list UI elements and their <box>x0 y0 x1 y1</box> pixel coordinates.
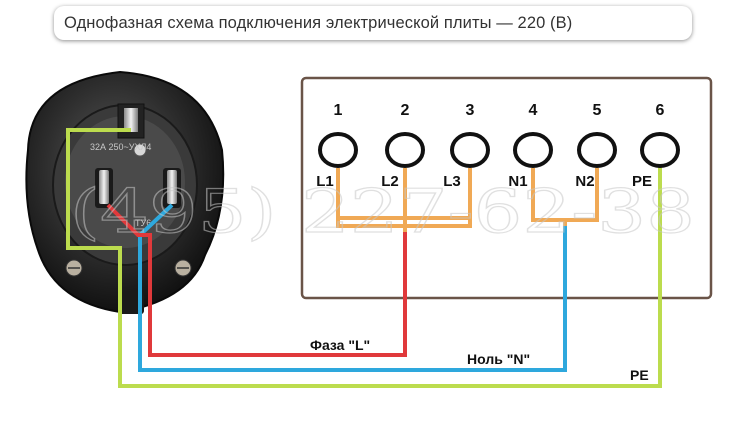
pe-wire-label: PE <box>630 367 649 383</box>
terminal-1: 1 L1 <box>316 102 358 190</box>
socket-mark-text: ТУ6 <box>135 218 151 228</box>
title-banner: Однофазная схема подключения электрическ… <box>54 6 692 40</box>
supply-wires <box>66 128 662 388</box>
terminal-number: 3 <box>466 102 475 119</box>
terminal-number: 4 <box>529 102 538 119</box>
terminal-label: N1 <box>508 173 527 190</box>
terminal-number: 6 <box>656 102 665 119</box>
pe-wire <box>66 128 662 388</box>
terminal-label: L3 <box>443 173 461 190</box>
neutral-wire <box>138 203 567 372</box>
neutral-wire-label: Ноль "N" <box>467 351 530 367</box>
terminal-3: 3 L3 <box>443 102 490 190</box>
jumper-l-bottom <box>336 218 472 228</box>
socket-rating-text: 32А 250~УХЛ4 <box>90 142 151 152</box>
phase-wire <box>106 203 407 357</box>
terminal-2: 2 L2 <box>381 102 425 190</box>
terminal-label: L1 <box>316 173 334 190</box>
jumper-wires <box>336 168 599 232</box>
terminal-6: 6 PE <box>632 102 680 190</box>
terminal-number: 2 <box>401 102 410 119</box>
terminal-label: L2 <box>381 173 399 190</box>
terminal-number: 1 <box>334 102 343 119</box>
terminal-number: 5 <box>593 102 602 119</box>
phone-watermark: (495) 227-62-38 <box>70 177 695 247</box>
phase-wire-label: Фаза "L" <box>310 337 370 353</box>
diagram-title: Однофазная схема подключения электрическ… <box>64 13 573 32</box>
terminal-label: N2 <box>575 173 594 190</box>
jumper-n2 <box>563 168 599 226</box>
terminal-4: 4 N1 <box>508 102 553 190</box>
jumper-n1 <box>531 168 565 222</box>
terminal-5: 5 N2 <box>575 102 617 190</box>
terminal-label: PE <box>632 173 652 190</box>
power-socket: 32А 250~УХЛ4 ТУ6 <box>25 70 225 314</box>
